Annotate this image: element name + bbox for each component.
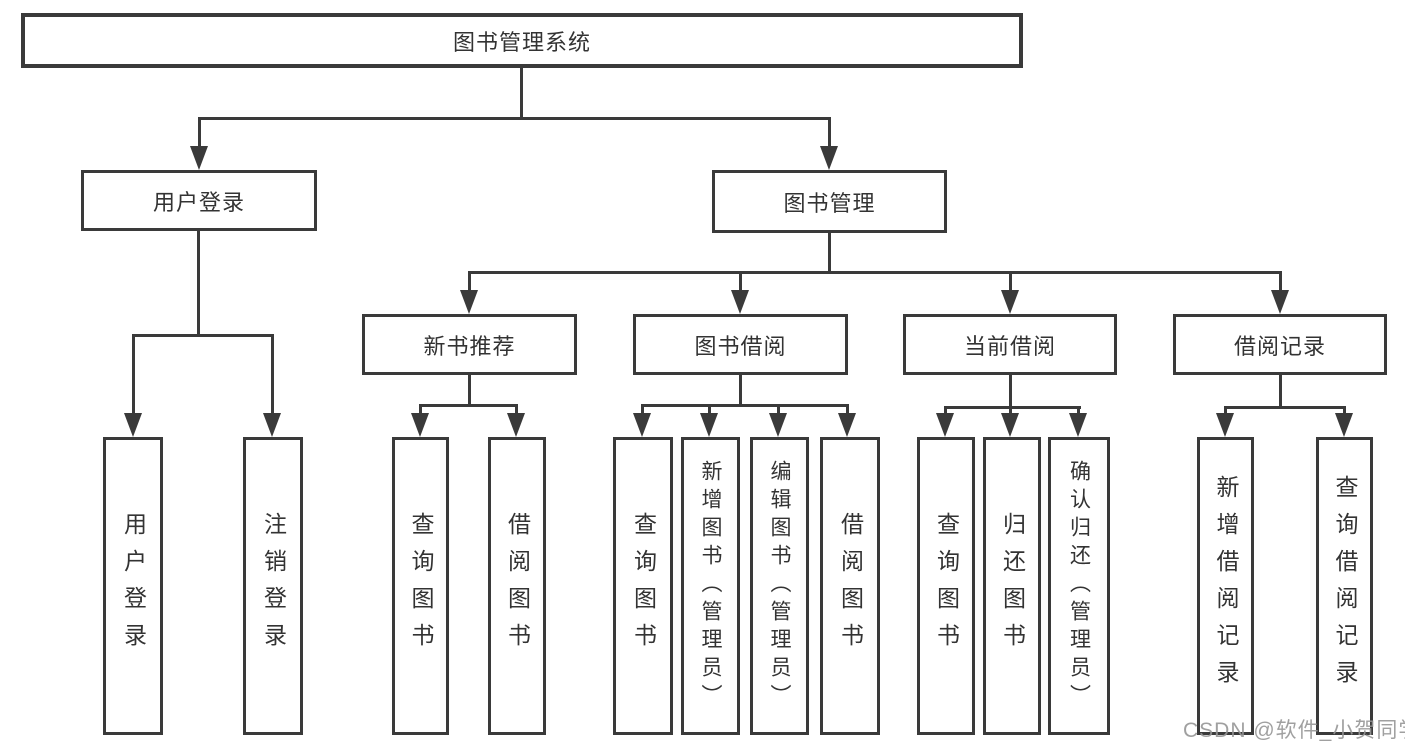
- node-new-book-recommend: 新书推荐: [362, 314, 577, 375]
- arrowhead-down-icon: [731, 290, 749, 314]
- connector-drop: [1077, 406, 1080, 419]
- leaf-user-login: 用户登录: [103, 437, 163, 735]
- connector-bar: [419, 404, 518, 407]
- leaf-query-books-recommend: 查询图书: [392, 437, 449, 735]
- leaf-add-borrow-record: 新增借阅记录: [1197, 437, 1254, 735]
- connector-drop: [468, 271, 471, 296]
- leaf-label: 查询图书: [630, 512, 657, 660]
- node-borrow-records: 借阅记录: [1173, 314, 1387, 375]
- arrowhead-down-icon: [633, 413, 651, 437]
- arrowhead-down-icon: [263, 413, 281, 437]
- connector-drop: [846, 404, 849, 419]
- node-label: 图书管理系统: [452, 29, 591, 55]
- leaf-label: 查询图书: [408, 512, 434, 660]
- connector-drop: [828, 117, 831, 157]
- node-label: 当前借阅: [963, 333, 1056, 359]
- leaf-borrow-books: 借阅图书: [820, 437, 880, 735]
- arrowhead-down-icon: [411, 413, 429, 437]
- arrowhead-down-icon: [1001, 290, 1019, 314]
- connector-drop: [1009, 271, 1012, 296]
- connector-bar: [944, 406, 1081, 409]
- arrowhead-down-icon: [1001, 413, 1019, 437]
- arrowhead-down-icon: [700, 413, 718, 437]
- connector-drop: [198, 117, 201, 157]
- arrowhead-down-icon: [838, 413, 856, 437]
- connector-book-mgmt-bar: [468, 271, 1281, 274]
- leaf-label: 借阅图书: [837, 512, 864, 660]
- connector-bar: [1224, 406, 1346, 409]
- leaf-borrow-books-recommend: 借阅图书: [488, 437, 546, 735]
- arrowhead-down-icon: [820, 146, 838, 170]
- arrowhead-down-icon: [936, 413, 954, 437]
- arrowhead-down-icon: [1216, 413, 1234, 437]
- leaf-label: 编辑图书（管理员）: [768, 460, 791, 712]
- node-user-login: 用户登录: [81, 170, 317, 231]
- leaf-return-books: 归还图书: [983, 437, 1041, 735]
- leaf-label: 归还图书: [999, 512, 1026, 660]
- connector-drop: [641, 404, 644, 419]
- arrowhead-down-icon: [1271, 290, 1289, 314]
- connector-drop: [271, 334, 274, 414]
- node-label: 图书管理: [783, 190, 876, 216]
- node-label: 用户登录: [152, 189, 245, 215]
- leaf-label: 新增借阅记录: [1213, 475, 1239, 697]
- node-book-management: 图书管理: [712, 170, 947, 233]
- node-label: 图书借阅: [694, 333, 787, 359]
- connector-drop: [132, 334, 135, 414]
- connector-bar: [641, 404, 849, 407]
- leaf-edit-books-admin: 编辑图书（管理员）: [750, 437, 809, 735]
- leaf-label: 注销登录: [260, 512, 287, 660]
- leaf-query-books-borrow: 查询图书: [613, 437, 673, 735]
- leaf-label: 借阅图书: [504, 512, 531, 660]
- connector-user-login-stem: [197, 231, 200, 335]
- connector-drop: [1279, 271, 1282, 296]
- leaf-label: 新增图书（管理员）: [699, 460, 722, 712]
- connector-drop: [419, 404, 422, 419]
- arrowhead-down-icon: [769, 413, 787, 437]
- connector-drop: [708, 404, 711, 419]
- connector-drop: [1224, 406, 1227, 419]
- node-library-management-system: 图书管理系统: [21, 13, 1023, 68]
- connector-stem: [739, 375, 742, 407]
- leaf-label: 确认归还（管理员）: [1067, 460, 1091, 712]
- connector-drop: [739, 271, 742, 296]
- leaf-query-books-current: 查询图书: [917, 437, 975, 735]
- node-book-borrow: 图书借阅: [633, 314, 848, 375]
- connector-stem: [1009, 375, 1012, 409]
- arrowhead-down-icon: [1069, 413, 1087, 437]
- connector-drop: [515, 404, 518, 419]
- connector-root-bar: [198, 117, 831, 120]
- connector-book-mgmt-stem: [828, 233, 831, 273]
- leaf-label: 查询借阅记录: [1332, 475, 1358, 697]
- connector-stem: [468, 375, 471, 407]
- connector-user-login-bar: [132, 334, 273, 337]
- connector-drop: [777, 404, 780, 419]
- connector-drop: [1343, 406, 1346, 419]
- arrowhead-down-icon: [124, 413, 142, 437]
- leaf-label: 用户登录: [120, 512, 147, 660]
- connector-drop: [1009, 406, 1012, 419]
- node-current-borrow: 当前借阅: [903, 314, 1117, 375]
- arrowhead-down-icon: [1335, 413, 1353, 437]
- csdn-watermark: CSDN @软件_小贺同学: [1183, 719, 1405, 742]
- arrowhead-down-icon: [460, 290, 478, 314]
- leaf-logout: 注销登录: [243, 437, 303, 735]
- connector-drop: [944, 406, 947, 419]
- node-label: 借阅记录: [1233, 333, 1326, 359]
- connector-stem: [1279, 375, 1282, 409]
- leaf-confirm-return-admin: 确认归还（管理员）: [1048, 437, 1110, 735]
- arrowhead-down-icon: [190, 146, 208, 170]
- node-label: 新书推荐: [423, 333, 516, 359]
- leaf-query-borrow-record: 查询借阅记录: [1316, 437, 1373, 735]
- leaf-label: 查询图书: [933, 512, 960, 660]
- leaf-add-books-admin: 新增图书（管理员）: [681, 437, 740, 735]
- arrowhead-down-icon: [507, 413, 525, 437]
- connector-root-stem: [520, 68, 523, 118]
